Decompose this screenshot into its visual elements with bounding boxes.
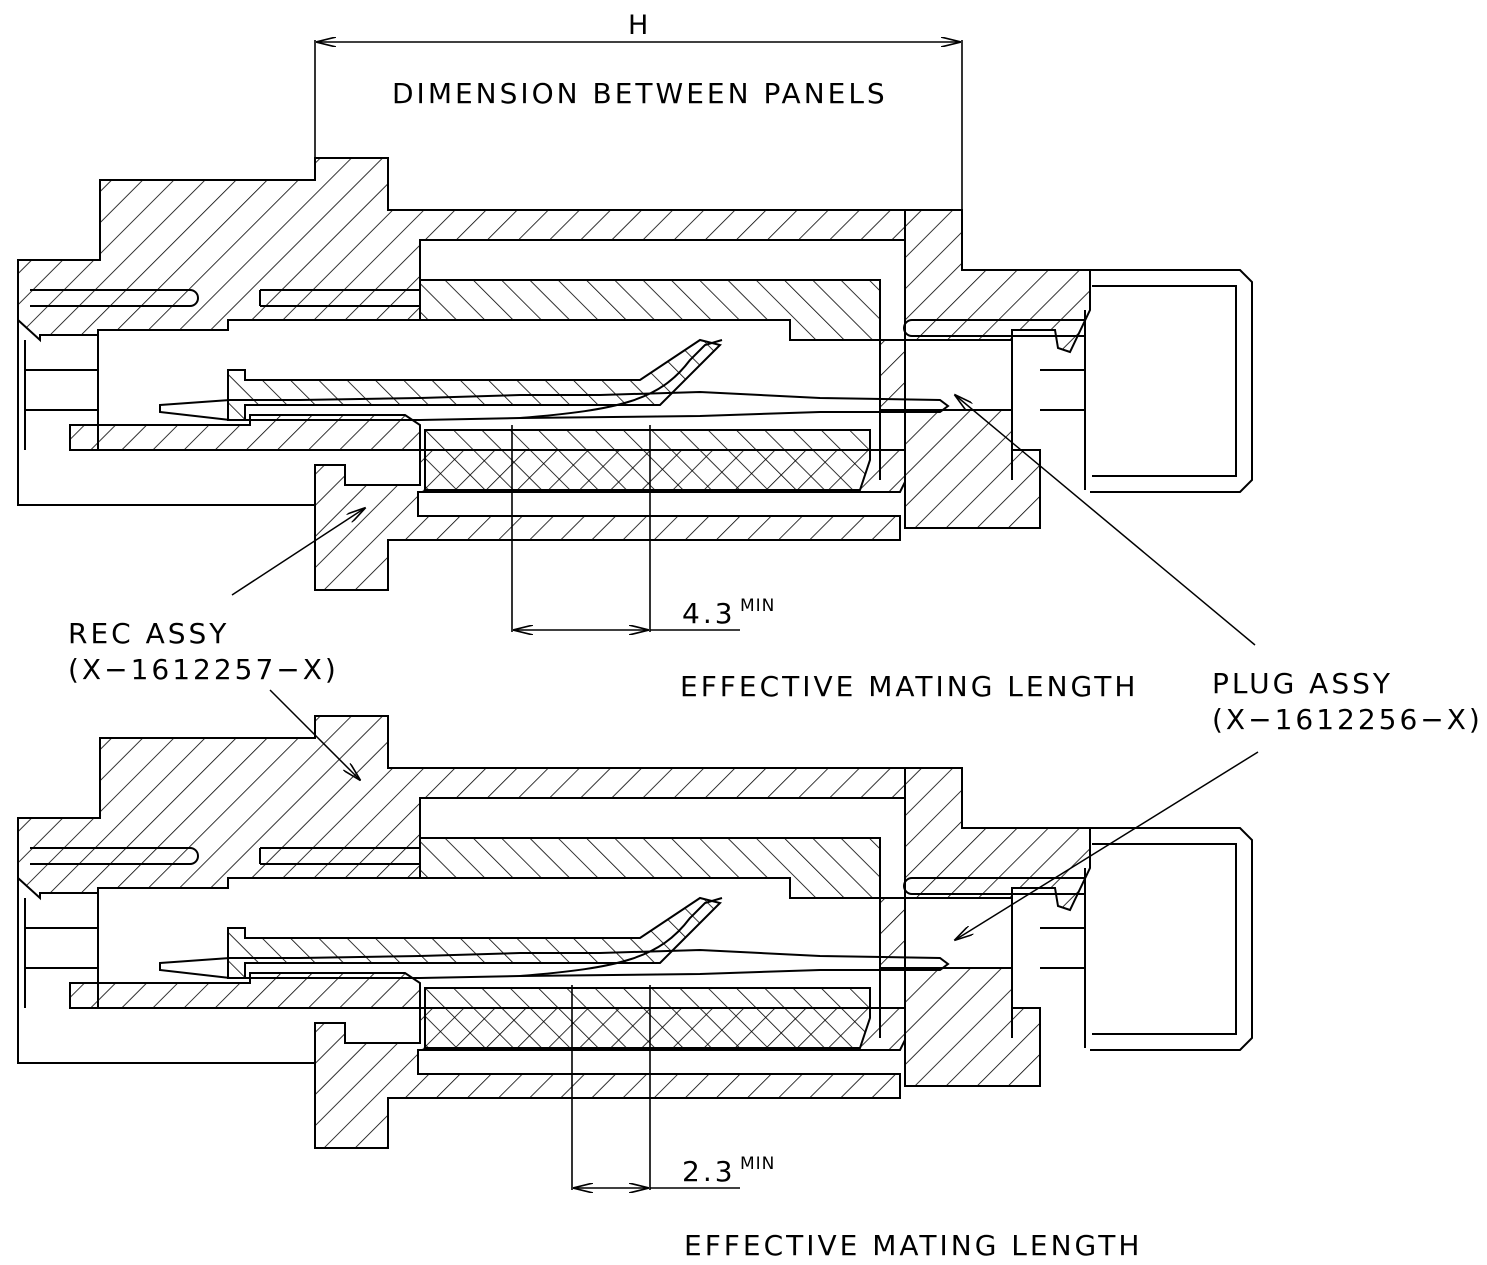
- bottom-effective-mating-length: EFFECTIVE MATING LENGTH: [684, 1229, 1143, 1262]
- top-mating-value: 4.3: [682, 597, 736, 630]
- h-label: H: [628, 10, 652, 41]
- bottom-mating-value: 2.3: [682, 1155, 736, 1188]
- bottom-mating-dimension: [571, 985, 740, 1190]
- top-min-label: MIN: [740, 596, 776, 616]
- h-dimension: [314, 40, 963, 212]
- rec-assy-part-number: (X−1612257−X): [68, 653, 339, 686]
- rec-assy-label: REC ASSY: [68, 617, 230, 650]
- top-assembly: [17, 157, 1253, 591]
- dimension-between-panels-label: DIMENSION BETWEEN PANELS: [392, 77, 888, 110]
- leader-lines: [231, 395, 1259, 940]
- plug-assy-label: PLUG ASSY: [1212, 667, 1393, 700]
- plug-assy-part-number: (X−1612256−X): [1212, 703, 1483, 736]
- bottom-assembly: [17, 715, 1253, 1149]
- bottom-min-label: MIN: [740, 1154, 776, 1174]
- top-effective-mating-length: EFFECTIVE MATING LENGTH: [680, 670, 1139, 703]
- top-mating-dimension: [511, 425, 740, 632]
